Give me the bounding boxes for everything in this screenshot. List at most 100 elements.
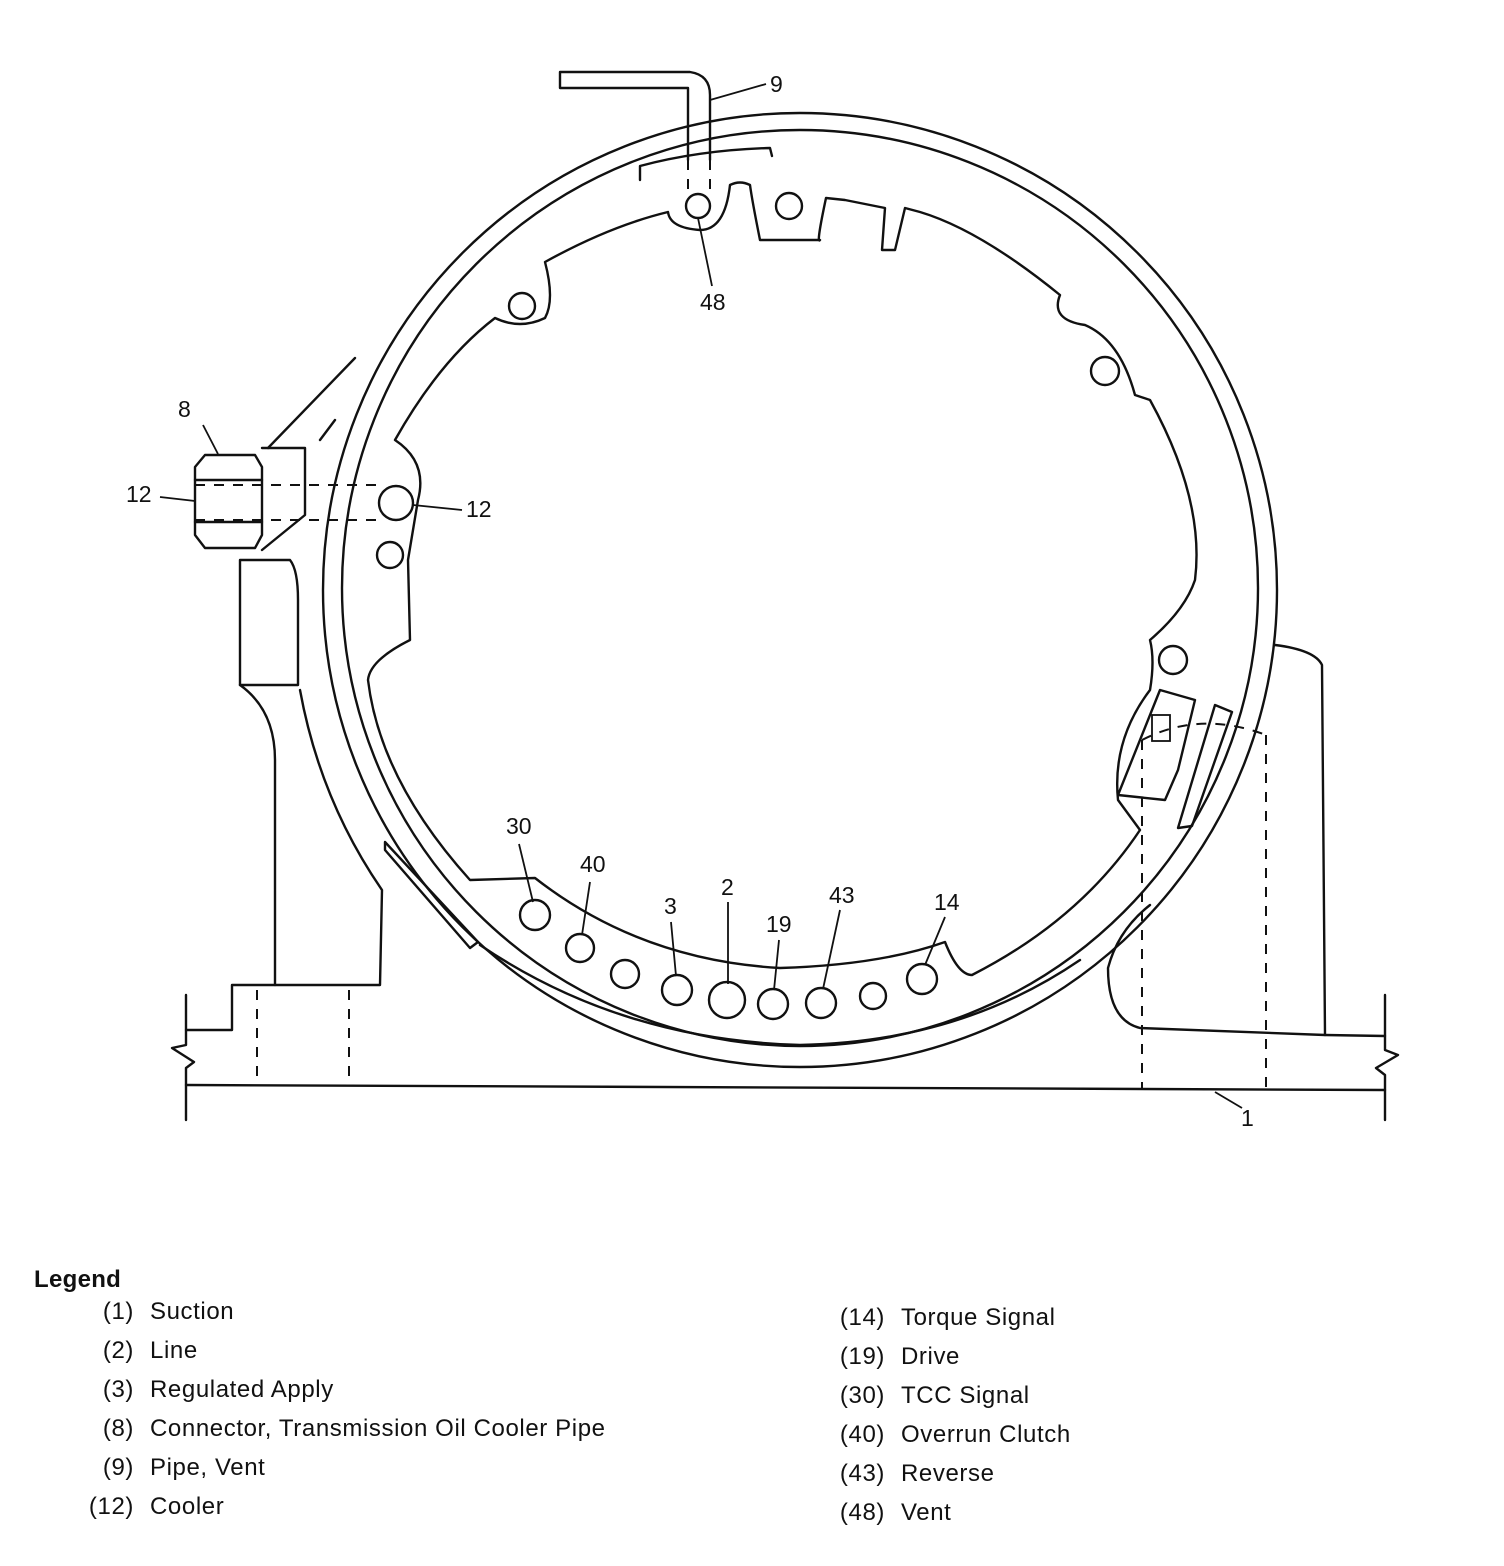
hole-14 (905, 962, 939, 996)
passage-lip-arc (478, 943, 1082, 1047)
callout-12-left: 12 (126, 481, 152, 507)
vent-pipe-tab (638, 146, 774, 182)
leader-30 (518, 843, 534, 903)
right-pedestal (1106, 643, 1327, 1037)
callout-12-right: 12 (466, 496, 492, 522)
left-pedestal-body (238, 683, 384, 987)
hole-top-2 (774, 191, 804, 221)
legend-num: (9) (102, 1454, 134, 1481)
vent-pipe (558, 70, 712, 162)
callout-2: 2 (721, 874, 734, 900)
leader-8 (202, 424, 219, 455)
callout-8: 8 (178, 396, 191, 422)
right-pedestal-slot (1116, 688, 1234, 830)
legend-label: TCC Signal (901, 1382, 1030, 1409)
hole-30 (518, 898, 552, 932)
legend-num: (30) (839, 1382, 885, 1409)
legend-num: (12) (88, 1493, 134, 1520)
legend-label: Vent (901, 1499, 952, 1526)
outer-case-ring (321, 111, 1279, 1069)
legend-item-drive: (19) Drive (833, 1337, 1071, 1376)
leader-9 (709, 83, 767, 101)
legend-item-connector: (8) Connector, Transmission Oil Cooler Pi… (78, 1409, 606, 1448)
hole-unlabeled-a (609, 958, 641, 990)
hole-2 (707, 980, 747, 1020)
hole-unlabeled-b (858, 981, 888, 1011)
cooler-connector-hex (193, 453, 264, 550)
callout-30: 30 (506, 813, 532, 839)
legend-label: Suction (150, 1298, 235, 1325)
callout-48: 48 (700, 289, 726, 315)
legend-num: (8) (102, 1415, 134, 1442)
callout-19: 19 (766, 911, 792, 937)
legend-label: Torque Signal (901, 1304, 1056, 1331)
legend-num: (40) (839, 1421, 885, 1448)
callout-43: 43 (829, 882, 855, 908)
legend-item-cooler: (12) Cooler (78, 1487, 606, 1526)
legend-label: Overrun Clutch (901, 1421, 1071, 1448)
legend-label: Drive (901, 1343, 961, 1370)
legend-item-vent: (48) Vent (833, 1493, 1071, 1532)
legend-label: Reverse (901, 1460, 995, 1487)
base-left-break (170, 993, 196, 1122)
legend-title: Legend (34, 1266, 122, 1293)
legend-item-regulated-apply: (3)Regulated Apply (78, 1370, 606, 1409)
leader-43 (822, 909, 841, 990)
callout-40: 40 (580, 851, 606, 877)
hole-19 (756, 987, 790, 1021)
legend-num: (48) (839, 1499, 885, 1526)
hole-left-lower (375, 540, 405, 570)
inner-boss-profile (366, 181, 1198, 977)
hole-upper-right (1089, 355, 1121, 387)
legend-label: Pipe, Vent (150, 1454, 266, 1481)
callout-14: 14 (934, 889, 960, 915)
legend-num: (14) (839, 1304, 885, 1331)
legend-item-pipe-vent: (9) Pipe, Vent (78, 1448, 606, 1487)
callout-3: 3 (664, 893, 677, 919)
callout-1: 1 (1241, 1105, 1254, 1131)
hole-43 (804, 986, 838, 1020)
leader-1 (1214, 1091, 1243, 1109)
legend-item-line: (2) Line (78, 1331, 606, 1370)
legend-item-reverse: (43) Reverse (833, 1454, 1071, 1493)
legend-num: (19) (839, 1343, 885, 1370)
leader-19 (773, 939, 780, 991)
leader-3 (670, 921, 677, 977)
legend-item-suction: (1)Suction (78, 1292, 606, 1331)
hole-40 (564, 932, 596, 964)
base-top-edge (184, 1083, 1387, 1092)
legend-column-left: (1)Suction (2) Line (3)Regulated Apply (8… (78, 1292, 606, 1526)
right-pedestal-pin (1151, 714, 1171, 742)
left-pedestal-foot (184, 983, 277, 1032)
hole-upper-left (507, 291, 537, 321)
legend-num: (43) (839, 1460, 885, 1487)
leader-14 (924, 916, 946, 966)
left-pedestal (238, 558, 300, 687)
legend-item-overrun-clutch: (40) Overrun Clutch (833, 1415, 1071, 1454)
hole-right-mid (1157, 644, 1189, 676)
legend-label: Cooler (150, 1493, 225, 1520)
legend-label: Connector, Transmission Oil Cooler Pipe (150, 1415, 606, 1442)
pump-cover-diagram: 9 48 8 12 12 30 40 3 2 19 43 14 1 (126, 70, 1400, 1131)
leader-48 (697, 217, 713, 287)
leader-40 (581, 881, 591, 936)
hole-3 (660, 973, 694, 1007)
legend: Legend (1)Suction (2) Line (3)Regulated A… (0, 1262, 1504, 1562)
leader-12-right (412, 504, 463, 511)
leader-12-left (159, 496, 196, 502)
legend-num: (2) (102, 1337, 134, 1364)
hole-12 (377, 484, 415, 522)
hole-48 (684, 192, 712, 220)
legend-item-tcc-signal: (30) TCC Signal (833, 1376, 1071, 1415)
right-pedestal-dash-arc (1141, 722, 1267, 741)
legend-column-right: (14) Torque Signal (19) Drive (30) TCC Sign… (833, 1298, 1071, 1532)
legend-label: Regulated Apply (150, 1376, 334, 1403)
callout-9: 9 (770, 71, 783, 97)
lower-left-rib (383, 840, 480, 950)
base-right-break (1374, 993, 1400, 1122)
cooler-port-boss (260, 446, 307, 552)
cooler-boss-flange (266, 356, 357, 450)
base-right-edge (1323, 1033, 1387, 1038)
legend-label: Line (150, 1337, 198, 1364)
legend-item-torque-signal: (14) Torque Signal (833, 1298, 1071, 1337)
